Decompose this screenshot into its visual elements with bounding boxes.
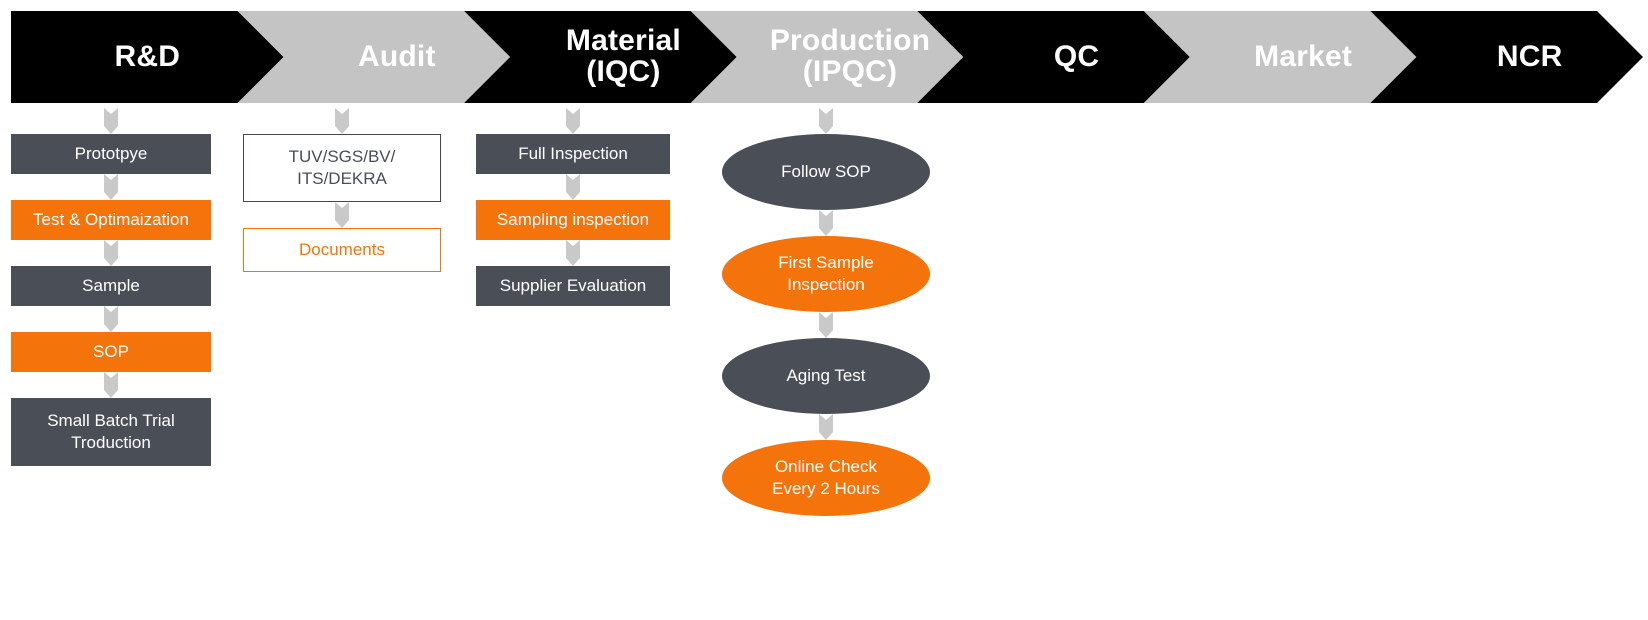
flow-arrow-down-icon — [330, 108, 354, 134]
process-node-rd-4[interactable]: SOP — [11, 332, 211, 372]
process-node-label: Sample — [82, 276, 140, 296]
process-node-material-2[interactable]: Sampling inspection — [476, 200, 670, 240]
process-node-label: SOP — [93, 342, 129, 362]
stage-label: Production (IPQC) — [769, 24, 931, 88]
flow-arrow-down-icon — [561, 240, 585, 266]
process-node-rd-5[interactable]: Small Batch Trial Troduction — [11, 398, 211, 466]
process-node-label: TUV/SGS/BV/ ITS/DEKRA — [288, 147, 396, 188]
process-node-material-1[interactable]: Full Inspection — [476, 134, 670, 174]
process-node-label: First Sample Inspection — [778, 253, 874, 294]
flow-arrow-down-icon — [99, 240, 123, 266]
flow-arrow-down-icon — [814, 108, 838, 134]
stage-chevron-qc[interactable]: QC — [0, 11, 1648, 103]
stage-label: Material (IQC) — [565, 24, 681, 88]
stage-label: NCR — [1496, 39, 1563, 73]
process-stage-banner: R&D Audit Material (IQC) Production (IPQC) Q… — [0, 11, 1648, 103]
process-node-label: Small Batch Trial Troduction — [47, 411, 175, 452]
stage-chevron-production-ipqc[interactable]: Production (IPQC) — [0, 11, 1648, 103]
process-node-audit-2[interactable]: Documents — [243, 228, 441, 272]
stage-chevron-market[interactable]: Market — [0, 11, 1648, 103]
process-node-production-1[interactable]: Follow SOP — [722, 134, 930, 210]
process-node-label: Supplier Evaluation — [499, 276, 647, 296]
flow-arrow-down-icon — [99, 108, 123, 134]
stage-chevron-audit[interactable]: Audit — [0, 11, 1648, 103]
flow-arrow-down-icon — [561, 174, 585, 200]
flow-arrow-down-icon — [99, 174, 123, 200]
process-node-audit-1[interactable]: TUV/SGS/BV/ ITS/DEKRA — [243, 134, 441, 202]
process-node-production-3[interactable]: Aging Test — [722, 338, 930, 414]
flow-arrow-down-icon — [330, 202, 354, 228]
process-node-label: Aging Test — [786, 366, 866, 386]
stage-chevron-ncr[interactable]: NCR — [0, 11, 1648, 103]
process-node-label: Full Inspection — [518, 144, 628, 164]
stage-label: Audit — [358, 39, 436, 73]
process-node-material-3[interactable]: Supplier Evaluation — [476, 266, 670, 306]
stage-label: Market — [1254, 39, 1353, 73]
process-node-production-2[interactable]: First Sample Inspection — [722, 236, 930, 312]
stage-label: R&D — [114, 39, 181, 73]
process-node-label: Documents — [299, 240, 385, 260]
process-node-rd-3[interactable]: Sample — [11, 266, 211, 306]
flow-arrow-down-icon — [561, 108, 585, 134]
column-audit: TUV/SGS/BV/ ITS/DEKRA Documents — [243, 108, 441, 272]
process-node-rd-2[interactable]: Test & Optimaization — [11, 200, 211, 240]
process-node-label: Online Check Every 2 Hours — [772, 457, 880, 498]
stage-chevron-r-d[interactable]: R&D — [0, 11, 1648, 103]
process-node-rd-1[interactable]: Prototpye — [11, 134, 211, 174]
process-node-label: Sampling inspection — [496, 210, 650, 230]
flow-arrow-down-icon — [99, 372, 123, 398]
flow-arrow-down-icon — [814, 312, 838, 338]
process-node-label: Test & Optimaization — [33, 210, 189, 230]
process-node-production-4[interactable]: Online Check Every 2 Hours — [722, 440, 930, 516]
stage-chevron-material-iqc[interactable]: Material (IQC) — [0, 11, 1648, 103]
stage-label: QC — [1053, 39, 1100, 73]
flow-arrow-down-icon — [814, 210, 838, 236]
process-node-label: Prototpye — [74, 144, 148, 164]
flow-arrow-down-icon — [814, 414, 838, 440]
flow-arrow-down-icon — [99, 306, 123, 332]
process-node-label: Follow SOP — [781, 162, 871, 182]
